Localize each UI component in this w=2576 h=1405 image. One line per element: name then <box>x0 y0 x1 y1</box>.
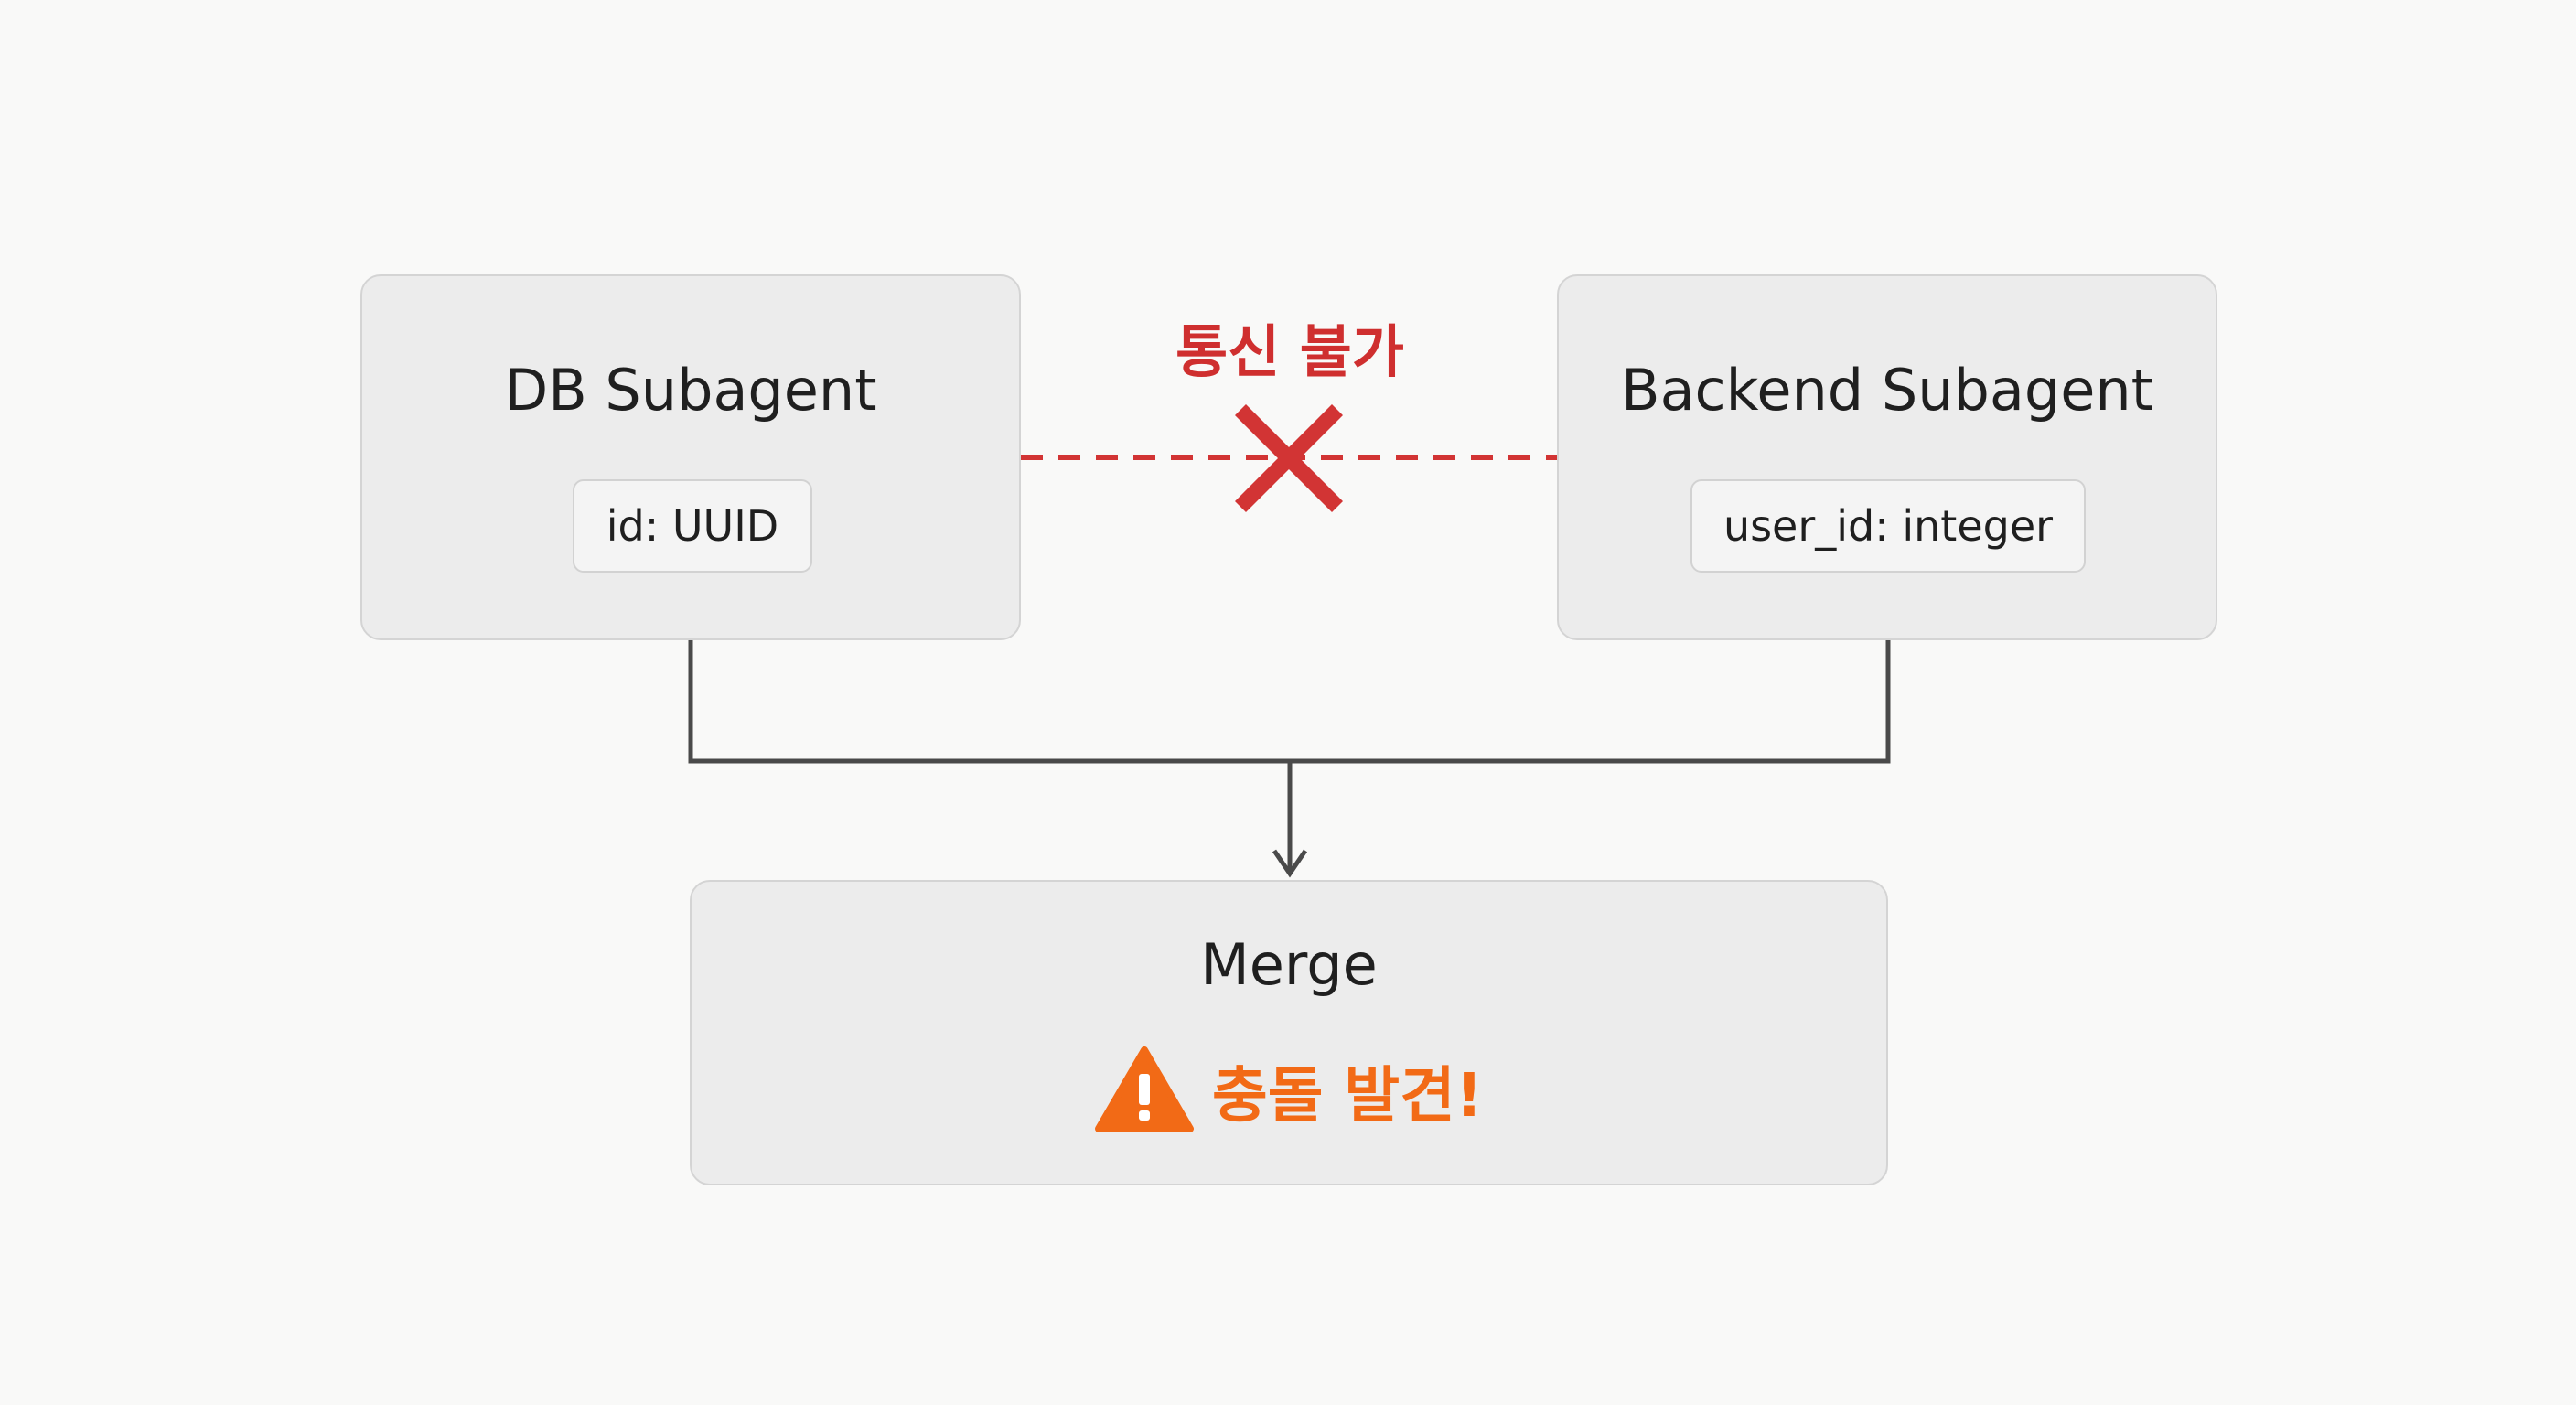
backend-subagent-node: Backend Subagent user_id: integer <box>1557 274 2217 640</box>
warning-triangle-icon <box>1095 1046 1195 1134</box>
cross-icon <box>1234 403 1344 513</box>
backend-to-merge-connector <box>1290 640 1891 764</box>
blocked-link-label: 통신 불가 <box>1175 318 1404 385</box>
conflict-warning: 충돌 발견! <box>692 1045 1886 1136</box>
merge-arrow-head <box>1272 849 1308 878</box>
merge-title: Merge <box>1200 931 1378 998</box>
db-field-pill: id: UUID <box>573 479 812 573</box>
backend-subagent-title: Backend Subagent <box>1621 357 2153 424</box>
db-subagent-node: DB Subagent id: UUID <box>360 274 1021 640</box>
conflict-warning-text: 충돌 발견! <box>1212 1060 1483 1131</box>
backend-field-pill: user_id: integer <box>1690 479 2086 573</box>
db-to-merge-connector <box>688 640 1290 764</box>
db-subagent-title: DB Subagent <box>504 357 877 424</box>
merge-node: Merge 충돌 발견! <box>690 880 1888 1185</box>
